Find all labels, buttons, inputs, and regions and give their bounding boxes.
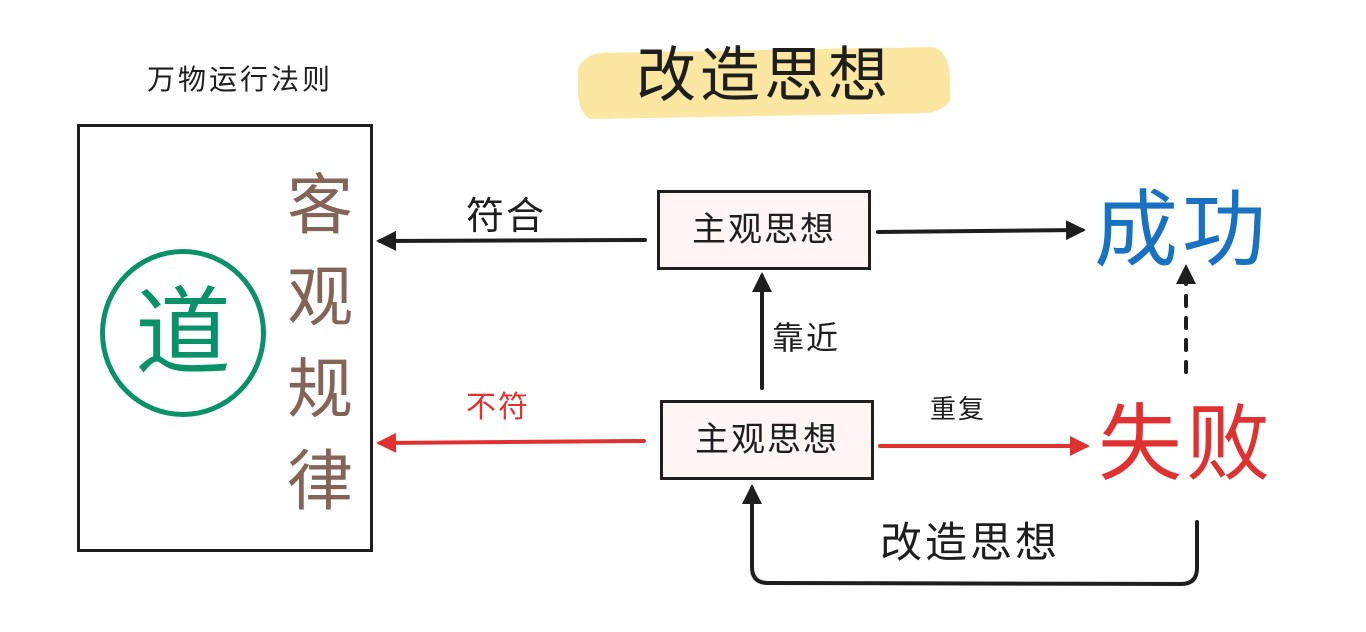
not-conform-arrow — [376, 432, 646, 453]
subjective-thought-node-upper: 主观思想 — [657, 190, 871, 270]
objective-law-label: 客 观 规 律 — [280, 160, 360, 528]
dao-emblem-circle — [100, 249, 266, 417]
to-success-arrow — [876, 220, 1086, 241]
failure-outcome: 失败 — [1098, 395, 1275, 493]
subjective-thought-node-lower: 主观思想 — [660, 400, 874, 480]
conform-label: 符合 — [466, 194, 547, 238]
law-char: 客 — [287, 167, 353, 244]
approach-label: 靠近 — [772, 319, 841, 357]
conform-arrow — [376, 230, 647, 251]
diagram-title: 改造思想 — [636, 41, 892, 111]
law-char: 观 — [287, 259, 353, 336]
success-outcome: 成功 — [1094, 181, 1271, 279]
reform-label: 改造思想 — [880, 518, 1061, 567]
law-char: 律 — [287, 443, 353, 520]
dao-emblem-text: 道 — [135, 277, 231, 389]
law-char: 规 — [287, 351, 353, 428]
repeat-label: 重复 — [930, 395, 987, 425]
not-conform-label: 不符 — [466, 390, 530, 425]
law-caption: 万物运行法则 — [146, 63, 333, 96]
reform-loop-arrow — [742, 484, 1199, 587]
